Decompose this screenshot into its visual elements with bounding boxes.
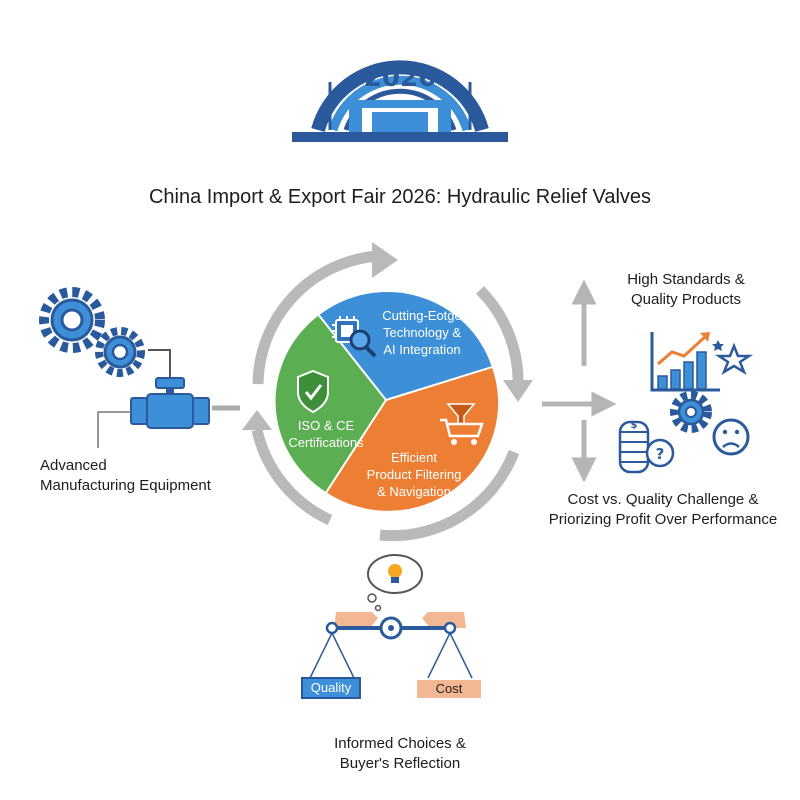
left-label-line-1: Advanced bbox=[40, 457, 107, 474]
logo-year: 2026 bbox=[364, 63, 436, 93]
right-arrows bbox=[542, 279, 617, 483]
label-cost-vs-quality: Cost vs. Quality Challenge & Priorizing … bbox=[532, 490, 794, 529]
cycle-arrow-bottom bbox=[379, 450, 520, 542]
label-high-standards: High Standards & Quality Products bbox=[596, 270, 776, 309]
segment-cert-line-2: Certifications bbox=[288, 434, 364, 450]
right-bottom-line-2: Priorizing Profit Over Performance bbox=[548, 510, 778, 528]
cycle-arrows bbox=[242, 242, 533, 542]
cost-tag-box bbox=[417, 680, 481, 698]
segment-filter-line-2: Product Filtering bbox=[366, 466, 462, 482]
quality-tag: Quality bbox=[310, 680, 352, 695]
cycle-arrow-top bbox=[252, 250, 379, 385]
pie-segment-filter bbox=[326, 367, 499, 511]
pie-segment-cert bbox=[275, 315, 386, 493]
right-top-line-1: High Standards & bbox=[627, 271, 745, 288]
lightbulb-thought-icon bbox=[367, 554, 423, 612]
segment-label-filter: Efficient Product Filtering & Navigation bbox=[344, 450, 484, 501]
segment-filter-line-1: Efficient bbox=[390, 450, 437, 465]
cycle-arrow-right bbox=[476, 286, 524, 387]
label-informed-choices: Informed Choices & Buyer's Reflection bbox=[290, 734, 510, 773]
question-icon: ? bbox=[645, 438, 675, 468]
right-top-line-2: Quality Products bbox=[630, 290, 742, 308]
svg-text:$: $ bbox=[631, 420, 638, 431]
sad-face-icon bbox=[712, 418, 750, 456]
chip-magnifier-icon bbox=[332, 316, 377, 358]
coin-stack-icon: $ bbox=[618, 420, 650, 474]
growth-chart-icon bbox=[650, 332, 720, 392]
segment-cert-line-1: ISO & CE bbox=[297, 418, 355, 433]
segment-label-tech: Cutting-Eotge Technology & AI Integratio… bbox=[362, 308, 482, 359]
bottom-label-line-1: Informed Choices & bbox=[334, 735, 466, 752]
pie bbox=[275, 292, 499, 511]
gear-icon bbox=[39, 287, 105, 353]
segment-tech-line-1: Cutting-Eotge bbox=[382, 308, 462, 323]
balance-scale-icon bbox=[301, 612, 481, 699]
funnel-cart-icon bbox=[440, 403, 484, 445]
gear-icon bbox=[670, 391, 712, 433]
gear-icon bbox=[95, 327, 145, 377]
cost-tag: Cost bbox=[435, 681, 463, 696]
quality-tag-box bbox=[301, 677, 361, 699]
shield-check-icon bbox=[297, 369, 329, 414]
segment-tech-line-3: AI Integration bbox=[383, 341, 461, 357]
left-label-line-2: Manufacturing Equipment bbox=[40, 476, 211, 494]
segment-tech-line-2: Technology & bbox=[382, 324, 462, 340]
star-icon bbox=[712, 340, 754, 375]
fair-hall-icon: 2026 bbox=[292, 60, 508, 142]
label-advanced-manufacturing: Advanced Manufacturing Equipment bbox=[40, 456, 240, 495]
segment-label-cert: ISO & CE Certifications bbox=[276, 418, 376, 452]
bottom-label-line-2: Buyer's Reflection bbox=[339, 754, 461, 772]
page-title: China Import & Export Fair 2026: Hydraul… bbox=[148, 186, 652, 208]
pie-segment-tech bbox=[318, 292, 492, 400]
valve-icon bbox=[130, 377, 210, 429]
right-bottom-line-1: Cost vs. Quality Challenge & bbox=[567, 491, 759, 508]
cycle-arrow-left bbox=[251, 428, 333, 526]
svg-text:?: ? bbox=[656, 445, 665, 463]
segment-filter-line-3: & Navigation bbox=[377, 483, 451, 499]
